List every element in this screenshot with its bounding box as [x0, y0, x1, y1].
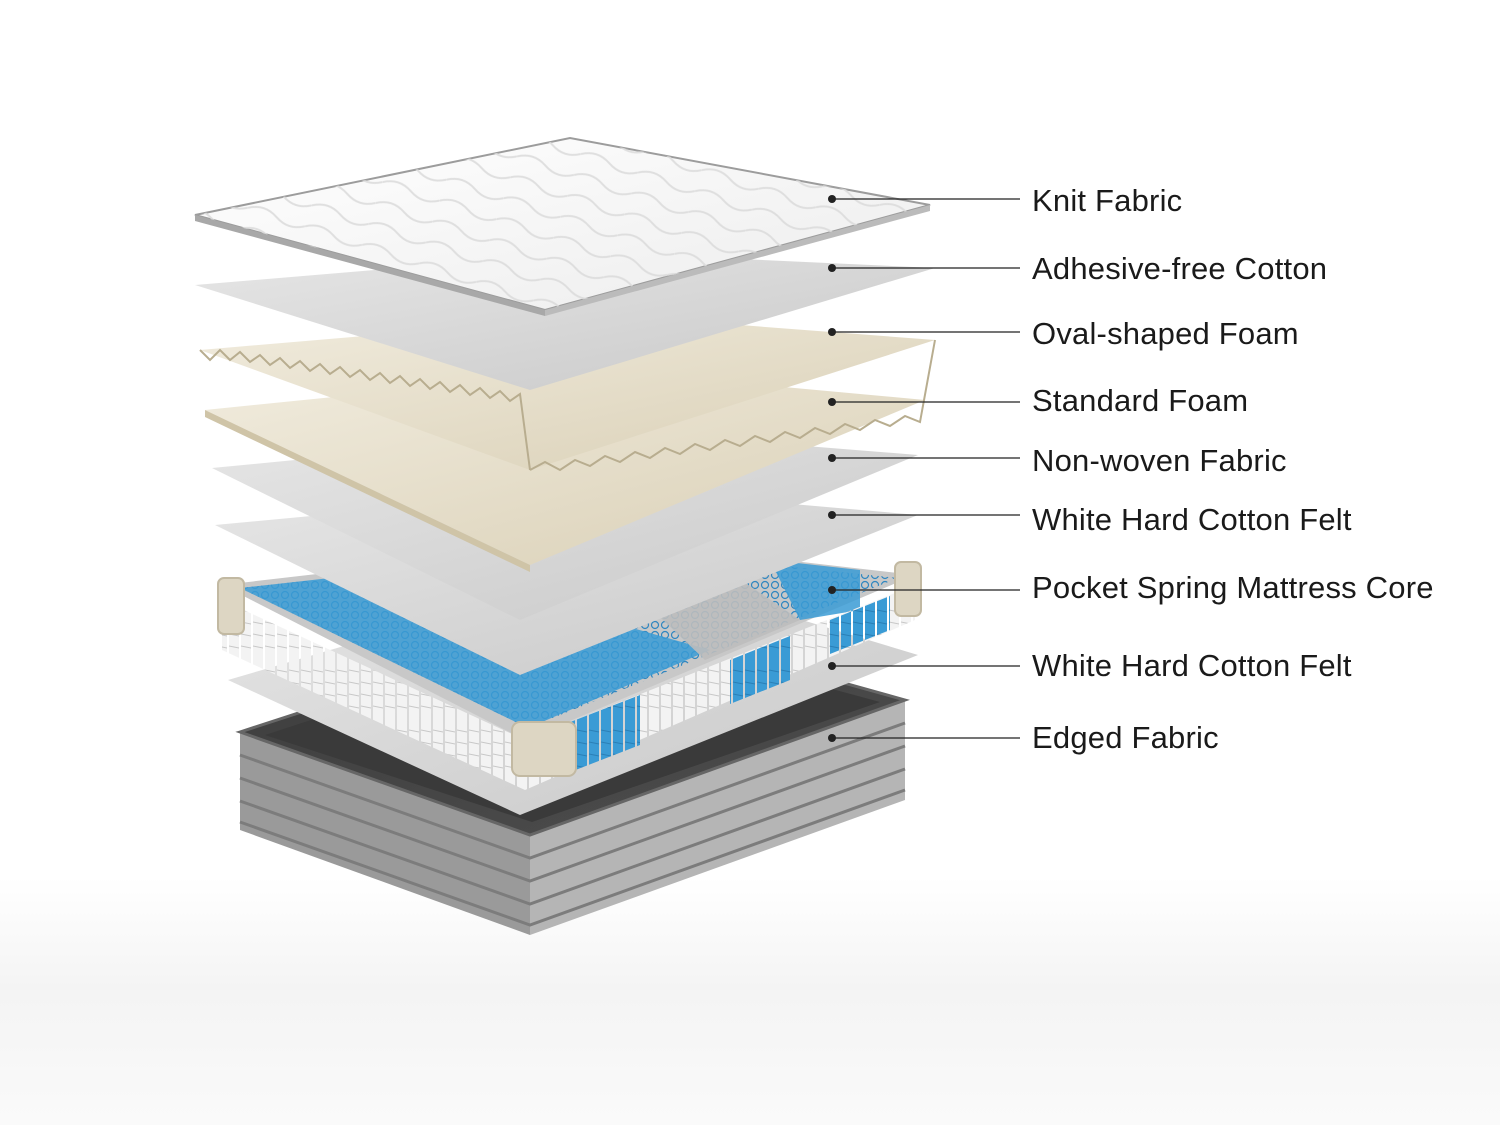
label-knit-fabric: Knit Fabric	[1032, 183, 1183, 218]
oval-shaped-foam-layer	[199, 315, 936, 472]
adhesive-free-cotton-layer	[195, 252, 935, 390]
leader-dots	[828, 195, 836, 742]
knit-fabric-layer	[194, 136, 931, 316]
label-standard-foam: Standard Foam	[1032, 383, 1249, 418]
label-white-hard-cotton-felt-lower: White Hard Cotton Felt	[1032, 648, 1352, 683]
label-oval-shaped-foam: Oval-shaped Foam	[1032, 316, 1299, 351]
label-adhesive-free-cotton: Adhesive-free Cotton	[1032, 251, 1328, 286]
label-pocket-spring-core: Pocket Spring Mattress Core	[1032, 570, 1434, 605]
label-edged-fabric: Edged Fabric	[1032, 720, 1219, 755]
label-non-woven-fabric: Non-woven Fabric	[1032, 443, 1287, 478]
leader-lines	[832, 198, 1020, 739]
label-white-hard-cotton-felt-upper: White Hard Cotton Felt	[1032, 502, 1352, 537]
